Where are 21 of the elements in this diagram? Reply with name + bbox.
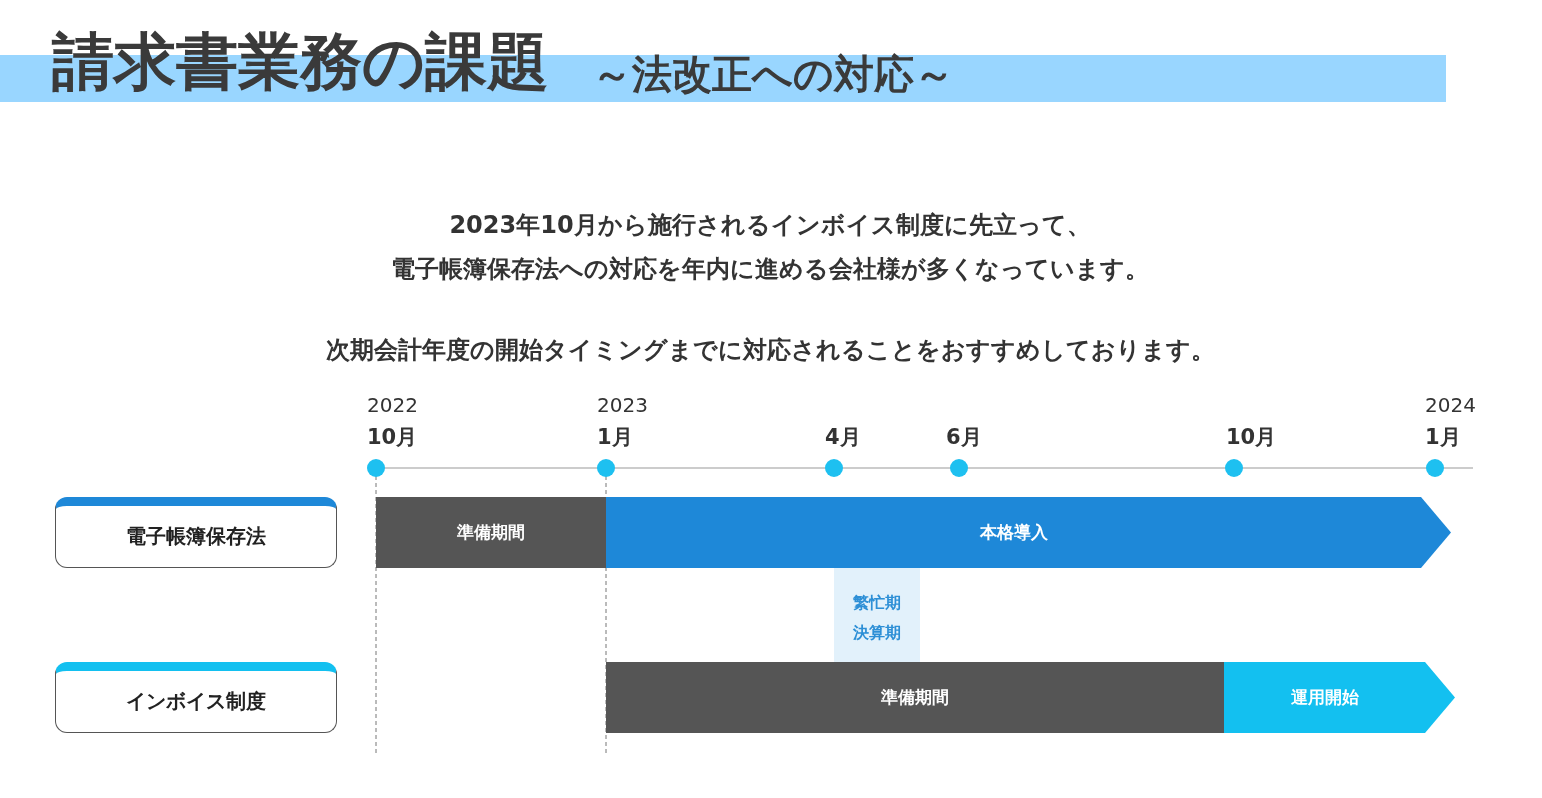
- period-band: [834, 568, 920, 662]
- recommendation-text: 次期会計年度の開始タイミングまでに対応されることをおすすめしております。: [324, 335, 1216, 366]
- intro-text: 2023年10月から施行されるインボイス制度に先立って、電子帳簿保存法への対応を年内に進める会社様が多くなっています。: [390, 210, 1150, 285]
- law-label-box: 電子帳簿保存法: [55, 497, 337, 568]
- month-label: 4月: [825, 424, 861, 450]
- year-label: 2023: [597, 392, 648, 418]
- phase-bar: 準備期間: [376, 497, 606, 568]
- year-label: 2024: [1425, 392, 1476, 418]
- phase-bar: 準備期間: [606, 662, 1224, 733]
- title: 請求書業務の課題: [52, 24, 549, 100]
- law-label-box: インボイス制度: [55, 662, 337, 733]
- subtitle: ～法改正への対応～: [592, 50, 954, 99]
- phase-arrow: 運用開始: [1224, 662, 1455, 733]
- month-label: 6月: [946, 424, 982, 450]
- month-label: 1月: [1425, 424, 1461, 450]
- month-label: 1月: [597, 424, 633, 450]
- year-label: 2022: [367, 392, 418, 418]
- month-label: 10月: [367, 424, 418, 450]
- period-label: 決算期: [852, 622, 902, 644]
- month-label: 10月: [1226, 424, 1277, 450]
- period-label: 繁忙期: [852, 592, 902, 614]
